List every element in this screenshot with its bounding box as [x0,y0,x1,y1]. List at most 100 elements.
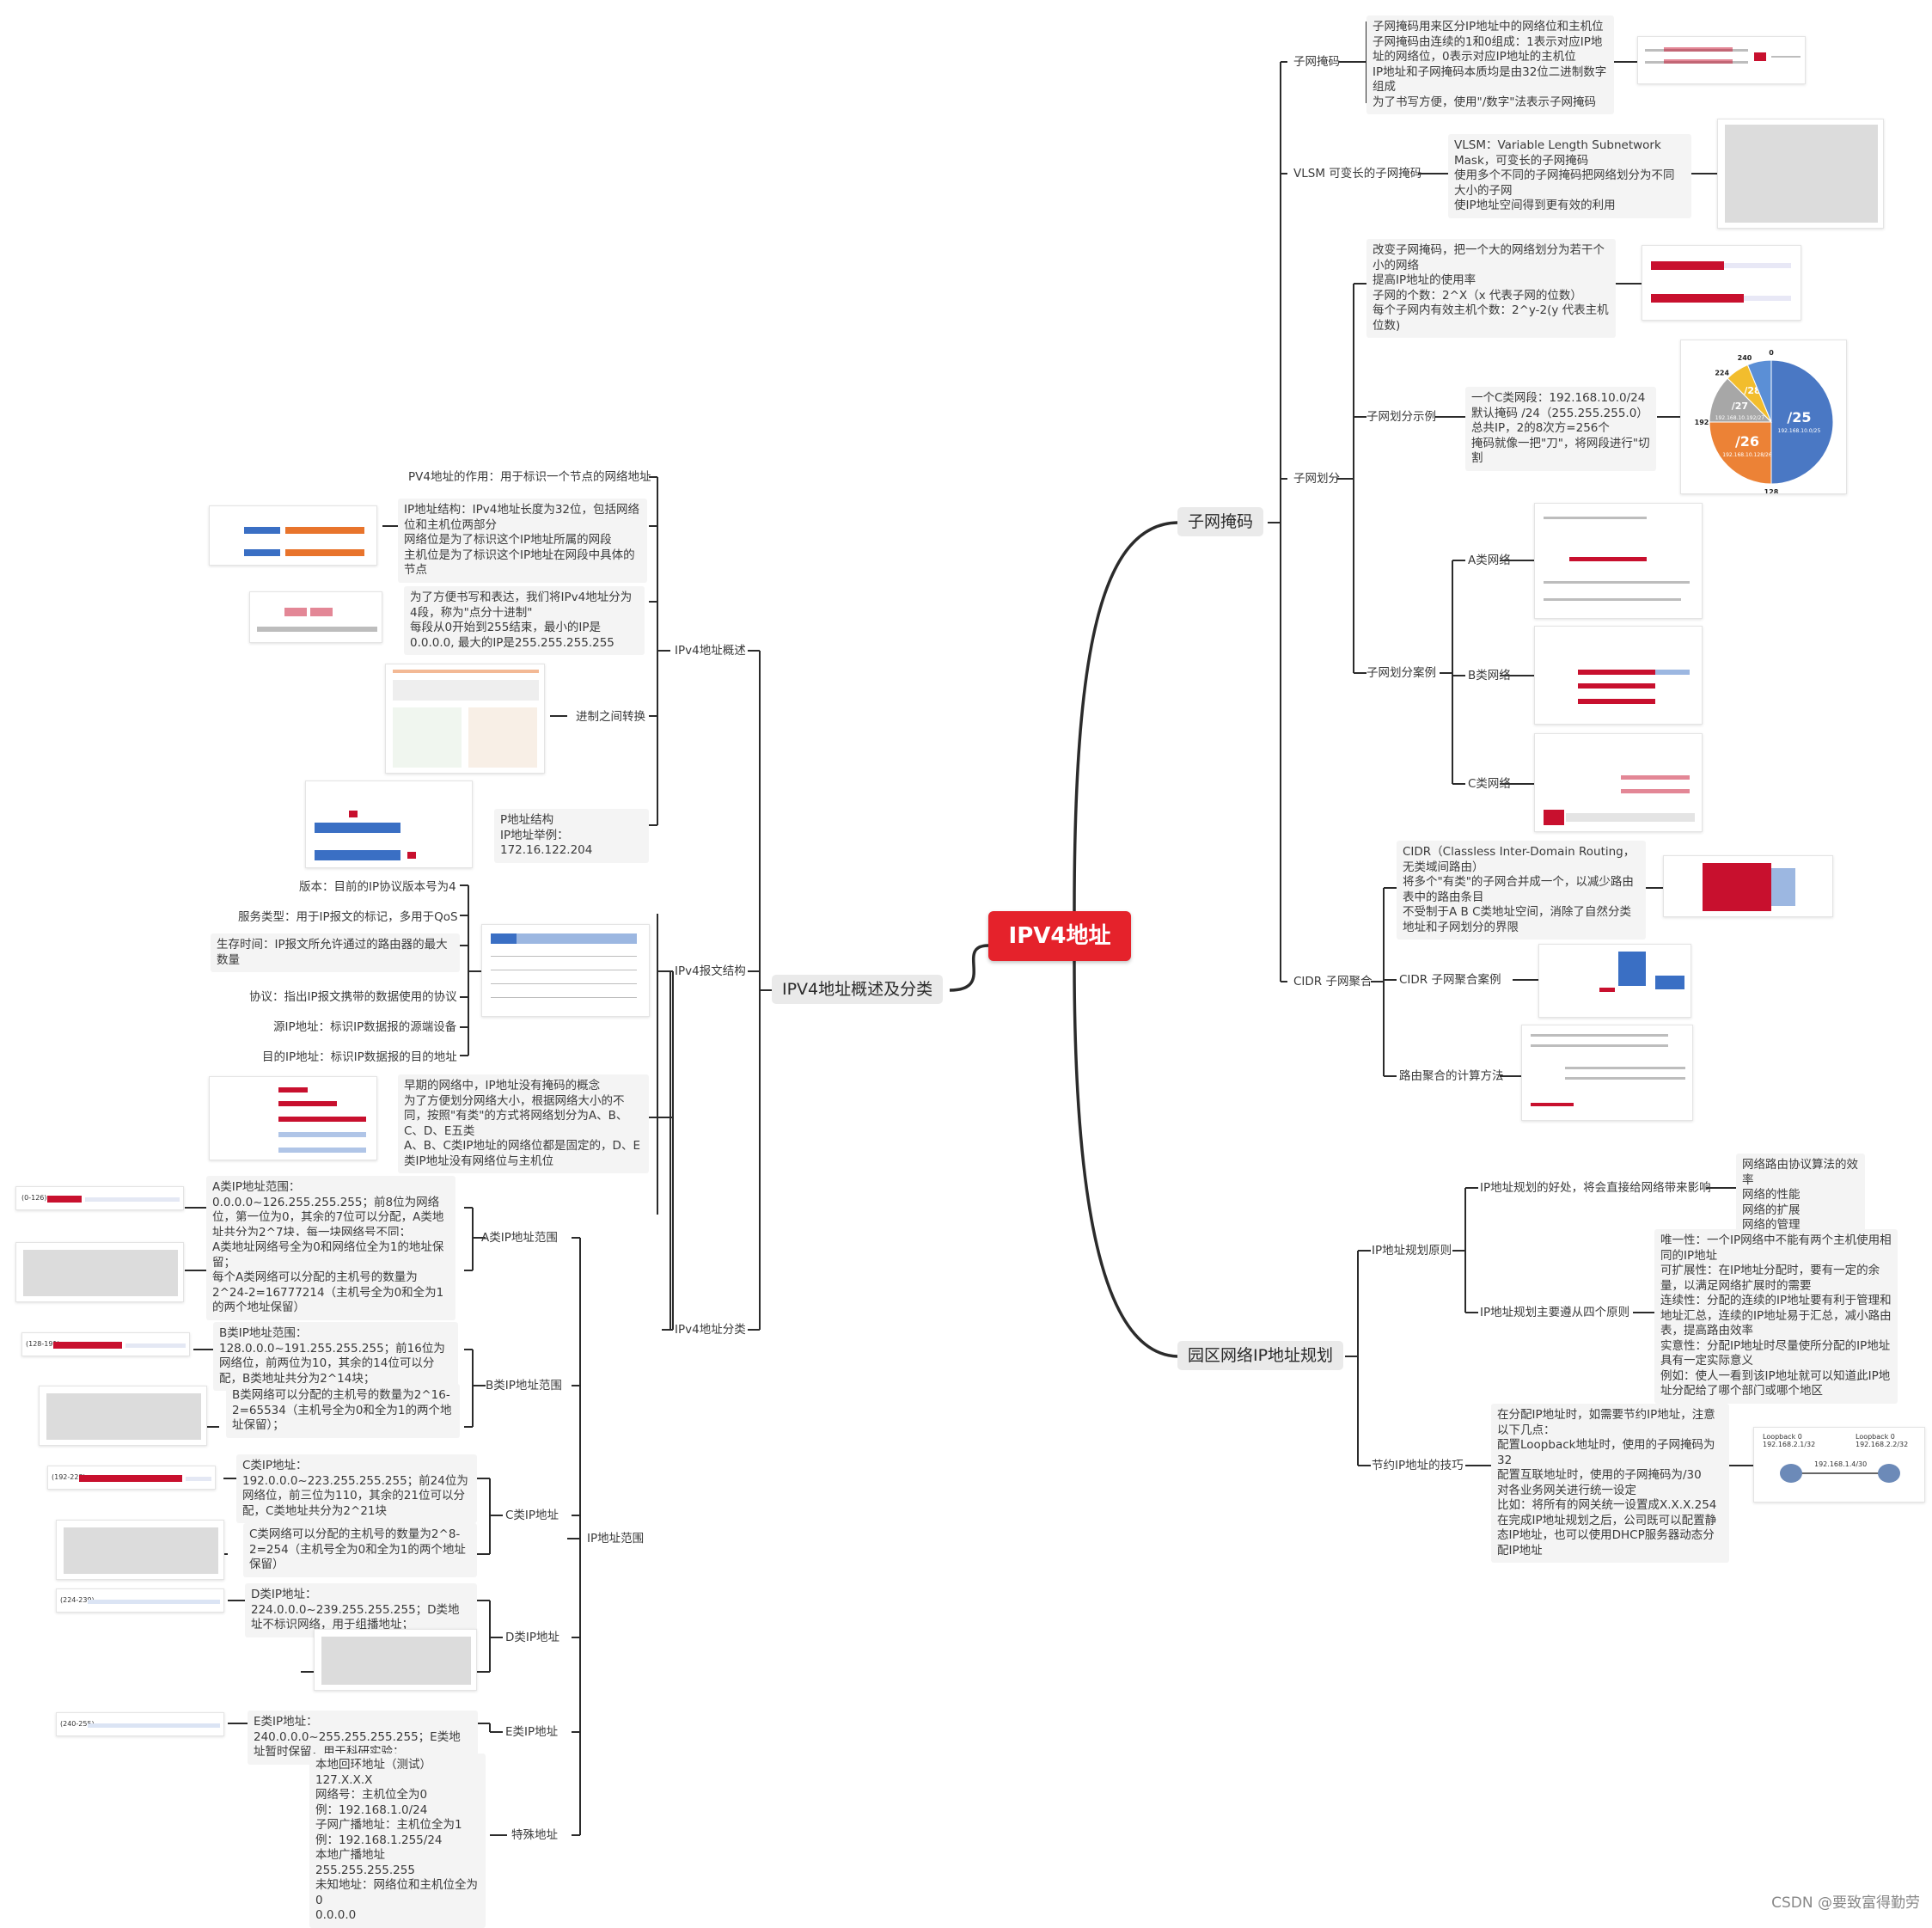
node-subnet-division[interactable]: 子网划分 [1293,472,1340,486]
case-a-image [1534,503,1703,619]
class-b-hosts: B类网络可以分配的主机号的数量为2^16-2=65534（主机号全为0和全为1的… [226,1384,460,1438]
cidr-image [1663,855,1833,917]
packet-tos: 服务类型：用于IP报文的标记，多用于QoS [238,910,458,924]
link-root-campus [1073,960,1178,1358]
node-ipv4-overview[interactable]: IPv4地址概述 [675,644,746,658]
subnet-example-desc: 一个C类网段：192.168.10.0/24 默认掩码 /24（255.255.… [1465,387,1656,471]
pie-slice-1 [1709,421,1772,485]
node-route-summary-calc[interactable]: 路由聚合的计算方法 [1399,1069,1504,1083]
pie-tick-4: 240 [1738,354,1752,362]
node-subnet-cases[interactable]: 子网划分案例 [1366,666,1436,680]
pie-sublabel-2: 192.168.10.192/27 [1715,415,1765,421]
category-campus-ip-plan[interactable]: 园区网络IP地址规划 [1177,1341,1344,1370]
node-vlsm[interactable]: VLSM 可变长的子网掩码 [1293,167,1422,181]
special-address-desc: 本地回环地址（测试） 127.X.X.X 网络号：主机位全为0 例：192.16… [309,1754,486,1928]
node-ipv4-classify[interactable]: IPv4地址分类 [675,1323,746,1337]
router-a-icon [1780,1464,1802,1483]
pie-label-2: /27 [1732,401,1748,412]
node-class-b[interactable]: B类IP地址范围 [486,1379,562,1392]
node-ip-plan-principle[interactable]: IP地址规划原则 [1372,1244,1452,1258]
node-ip-range[interactable]: IP地址范围 [587,1532,645,1545]
node-case-class-a[interactable]: A类网络 [1468,554,1511,567]
pie-tick-0: 0 [1769,349,1774,357]
node-base-conversion[interactable]: 进制之间转换 [576,710,645,724]
packet-dst-ip: 目的IP地址：标识IP数据报的目的地址 [262,1050,457,1064]
case-b-image [1534,626,1703,725]
ip-plan-benefit-list: 网络路由协议算法的效率 网络的性能 网络的扩展 网络的管理 [1736,1154,1865,1238]
class-b-tag: (128-191) [26,1340,60,1348]
ip-structure-image [209,505,377,566]
ip-plan-four-principles-list: 唯一性：一个IP网络中不能有两个主机使用相同的IP地址 可扩展性：在IP地址分配… [1654,1229,1898,1404]
pie-label-1: /26 [1735,433,1759,450]
subnet-division-desc: 改变子网掩码，把一个大的网络划分为若干个小的网络 提高IP地址的使用率 子网的个… [1366,239,1616,338]
vlsm-image [1717,119,1884,229]
pie-slice-0 [1770,359,1834,485]
node-cidr-case[interactable]: CIDR 子网聚合案例 [1399,973,1501,987]
class-c-hosts: C类网络可以分配的主机号的数量为2^8-2=254（主机号全为0和全为1的两个地… [243,1523,477,1577]
pie-tick-3: 224 [1715,370,1729,377]
node-ipv4-packet[interactable]: IPv4报文结构 [675,964,746,978]
node-subnet-example[interactable]: 子网划分示例 [1366,410,1436,424]
packet-src-ip: 源IP地址：标识IP数据报的源端设备 [273,1020,457,1034]
class-c-info-image [56,1520,224,1580]
cidr-desc: CIDR（Classless Inter-Domain Routing，无类域间… [1397,841,1646,940]
link-root-mask [1073,521,1178,912]
class-a-range: A类IP地址范围：0.0.0.0~126.255.255.255；前8位为网络位… [206,1176,455,1245]
node-special-address[interactable]: 特殊地址 [511,1828,558,1842]
overview-purpose: PV4地址的作用：用于标识一个节点的网络地址 [408,470,651,484]
class-c-bits-image: (192-223) [47,1466,216,1490]
watermark: CSDN @要致富得勤劳 [1771,1894,1920,1912]
node-cidr[interactable]: CIDR 子网聚合 [1293,975,1373,988]
packet-ttl: 生存时间：IP报文所允许通过的路由器的最大数量 [211,933,460,972]
classify-intro: 早期的网络中，IP地址没有掩码的概念 为了方便划分网络大小，根据网络大小的不同，… [398,1074,649,1173]
class-a-info-image [15,1242,184,1302]
node-class-d[interactable]: D类IP地址 [505,1631,560,1644]
class-d-info-image [314,1629,477,1691]
class-b-bits-image: (128-191) [21,1332,190,1356]
class-e-bits-image: (240-255) [56,1712,224,1736]
node-class-e[interactable]: E类IP地址 [505,1725,559,1739]
node-class-a[interactable]: A类IP地址范围 [481,1231,558,1245]
category-ipv4-overview-classify[interactable]: IPV4地址概述及分类 [772,975,944,1004]
packet-structure-image [481,924,650,1017]
class-c-range: C类IP地址：192.0.0.0~223.255.255.255；前24位为网络… [236,1454,477,1523]
node-ip-plan-four-principles[interactable]: IP地址规划主要遵从四个原则 [1480,1306,1630,1319]
node-case-class-b[interactable]: B类网络 [1468,669,1511,682]
class-d-bits-image: (224-239) [56,1588,224,1613]
root-node[interactable]: IPV4地址 [988,911,1131,961]
base-conversion-image [385,664,545,774]
class-c-tag: (192-223) [52,1473,86,1481]
classify-image [209,1076,377,1160]
save-ip-tips-desc: 在分配IP地址时，如需要节约IP地址，注意以下几点： 配置Loopback地址时… [1491,1404,1729,1563]
subnet-mask-desc: 子网掩码用来区分IP地址中的网络位和主机位 子网掩码由连续的1和0组成：1表示对… [1366,15,1614,114]
node-save-ip-tips[interactable]: 节约IP地址的技巧 [1372,1459,1464,1472]
pie-sublabel-0: 192.168.10.0/25 [1778,428,1821,434]
loopback-a-label: Loopback 0 192.168.2.1/32 [1763,1433,1816,1448]
node-subnet-mask[interactable]: 子网掩码 [1293,55,1340,69]
node-ip-plan-benefit[interactable]: IP地址规划的好处，将会直接给网络带来影响 [1480,1181,1711,1195]
node-case-class-c[interactable]: C类网络 [1468,777,1511,791]
subnet-pie-chart: /25 192.168.10.0/25/26 192.168.10.128/26/2… [1680,340,1847,494]
class-a-hosts: A类地址网络号全为0和网络位全为1的地址保留； 每个A类网络可以分配的主机号的数… [206,1236,455,1320]
pie-tick-2: 192 [1695,419,1709,426]
subnet-division-image [1642,245,1801,321]
route-summary-image [1521,1025,1693,1121]
pie-slice-4 [1746,359,1772,423]
case-c-image [1534,733,1703,832]
category-subnet-mask[interactable]: 子网掩码 [1177,507,1264,536]
pie-svg: /25 192.168.10.0/25/26 192.168.10.128/26/2… [1695,349,1834,493]
ip-example-image [305,780,473,868]
pie-sublabel-1: 192.168.10.128/26 [1722,452,1772,458]
pie-label-0: /25 [1787,409,1811,425]
link-label: 192.168.1.4/30 [1814,1460,1868,1468]
cidr-case-image [1538,944,1691,1018]
overview-structure: IP地址结构：IPv4地址长度为32位，包括网络位和主机位两部分 网络位是为了标… [398,499,647,583]
class-b-range: B类IP地址范围：128.0.0.0~191.255.255.255；前16位为… [213,1322,458,1391]
class-a-tag: (0-126) [21,1194,47,1202]
vlsm-desc: VLSM：Variable Length Subnetwork Mask，可变长… [1448,134,1691,218]
loopback-b-label: Loopback 0 192.168.2.2/32 [1856,1433,1909,1448]
node-class-c[interactable]: C类IP地址 [505,1509,559,1522]
subnet-mask-image [1637,36,1806,84]
link-root-left [949,944,989,992]
